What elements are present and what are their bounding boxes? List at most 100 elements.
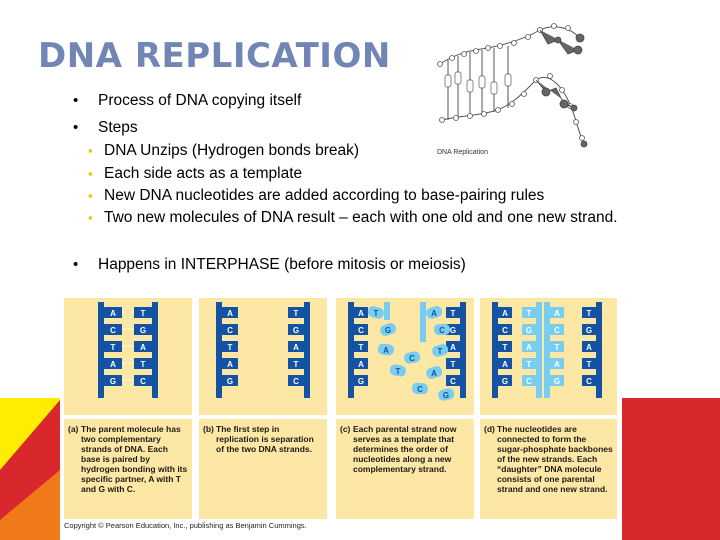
- nucleotide-base: [582, 307, 596, 318]
- base-label: T: [527, 360, 532, 369]
- nucleotide-base: [288, 358, 304, 369]
- base-label: T: [141, 309, 146, 318]
- red-right-shape: [622, 398, 720, 540]
- base-label: T: [451, 309, 456, 318]
- base-label: C: [110, 326, 116, 335]
- nucleotide-base: [104, 341, 122, 352]
- panel-d-caption-background: [480, 419, 617, 519]
- sugar-phosphate-backbone: [216, 302, 222, 398]
- nucleotide-base: [134, 341, 152, 352]
- nucleotide-base: [446, 341, 460, 352]
- sugar-phosphate-backbone: [460, 302, 466, 398]
- sugar-phosphate-backbone: [492, 302, 498, 398]
- panel-a-background: [64, 298, 192, 415]
- panel-c-caption-background: [336, 419, 474, 519]
- base-label: A: [358, 309, 364, 318]
- nucleotide-base: [104, 307, 122, 318]
- nucleotide-base: [522, 358, 536, 369]
- nucleotide-base: [134, 358, 152, 369]
- sub-bullet-marker-icon: ▪: [88, 188, 93, 203]
- base-label: A: [586, 343, 592, 352]
- nucleotide-base: [288, 307, 304, 318]
- base-label: A: [358, 360, 364, 369]
- sub-bullet-item: ▪ New DNA nucleotides are added accordin…: [88, 185, 648, 206]
- base-label: A: [554, 360, 560, 369]
- nucleotide-base: [354, 375, 368, 386]
- sub-bullet-text: Two new molecules of DNA result – each w…: [104, 209, 618, 226]
- base-label: C: [227, 326, 233, 335]
- nucleotide-base: [222, 375, 238, 386]
- nucleotide-base: [522, 307, 536, 318]
- base-label: T: [587, 309, 592, 318]
- nucleotide-base: [134, 307, 152, 318]
- panel-d-caption: (d) The nucleotides are connected to for…: [484, 424, 614, 494]
- nucleotide-base: [104, 324, 122, 335]
- base-label: C: [358, 326, 364, 335]
- nucleotide-base: [104, 375, 122, 386]
- base-label: G: [450, 326, 456, 335]
- base-label: T: [294, 360, 299, 369]
- base-label: A: [502, 360, 508, 369]
- nucleotide-base: [582, 375, 596, 386]
- base-label: C: [526, 377, 532, 386]
- base-label: T: [141, 360, 146, 369]
- nucleotide-base: [288, 375, 304, 386]
- nucleotide-base: [522, 375, 536, 386]
- nucleotide-base: [498, 358, 512, 369]
- panel-c-label: (c): [340, 424, 351, 434]
- nucleotide-base: [498, 341, 512, 352]
- nucleotide-base: [104, 358, 122, 369]
- bullet-item: • Steps: [73, 119, 138, 137]
- panel-a-caption-text: The parent molecule has two complementar…: [81, 424, 188, 494]
- base-label: T: [555, 343, 560, 352]
- base-label: C: [417, 385, 423, 394]
- base-label: C: [140, 377, 146, 386]
- sugar-phosphate-backbone: [536, 302, 542, 398]
- base-label: T: [587, 360, 592, 369]
- sub-bullet-text: Each side acts as a template: [104, 165, 303, 182]
- base-label: A: [227, 360, 233, 369]
- nucleotide-base: [498, 307, 512, 318]
- base-label: C: [439, 326, 445, 335]
- base-label: G: [227, 377, 233, 386]
- base-label: C: [293, 377, 299, 386]
- free-nucleotide: [380, 322, 397, 336]
- nucleotide-base: [288, 324, 304, 335]
- base-label: C: [586, 377, 592, 386]
- sub-bullet-text: New DNA nucleotides are added according …: [104, 187, 545, 204]
- base-label: G: [502, 377, 508, 386]
- panel-c-caption-text: Each parental strand now serves as a tem…: [353, 424, 457, 474]
- nucleotide-base: [550, 375, 564, 386]
- sugar-phosphate-backbone: [596, 302, 602, 398]
- free-nucleotide: [404, 351, 421, 364]
- sugar-phosphate-backbone: [544, 302, 550, 398]
- free-nucleotide: [432, 344, 449, 357]
- sub-bullet-text: DNA Unzips (Hydrogen bonds break): [104, 142, 360, 159]
- base-label: A: [502, 309, 508, 318]
- free-nucleotide: [367, 306, 384, 319]
- panel-d-label: (d): [484, 424, 495, 434]
- nucleotide-base: [446, 375, 460, 386]
- nucleotide-base: [222, 324, 238, 335]
- nucleotide-base: [582, 324, 596, 335]
- nucleotide-base: [222, 358, 238, 369]
- nucleotide-base: [222, 341, 238, 352]
- bullet-text: Steps: [98, 119, 138, 136]
- nucleotide-base: [288, 341, 304, 352]
- sub-bullet-marker-icon: ▪: [88, 143, 93, 158]
- slide-title: DNA REPLICATION: [38, 36, 391, 76]
- base-label: G: [293, 326, 299, 335]
- bullet-item: • Happens in INTERPHASE (before mitosis …: [73, 256, 466, 274]
- sugar-phosphate-backbone: [98, 302, 104, 398]
- sub-bullet-item: ▪ DNA Unzips (Hydrogen bonds break): [88, 140, 648, 161]
- sugar-phosphate-backbone: [152, 302, 158, 398]
- base-label: A: [227, 309, 233, 318]
- bullet-dot-icon: •: [73, 256, 79, 273]
- free-nucleotide: [389, 364, 406, 377]
- base-label: G: [140, 326, 146, 335]
- nucleotide-base: [582, 341, 596, 352]
- nucleotide-base: [550, 358, 564, 369]
- bullet-text: Process of DNA copying itself: [98, 92, 302, 109]
- panel-b-caption: (b) The first step in replication is sep…: [203, 424, 323, 454]
